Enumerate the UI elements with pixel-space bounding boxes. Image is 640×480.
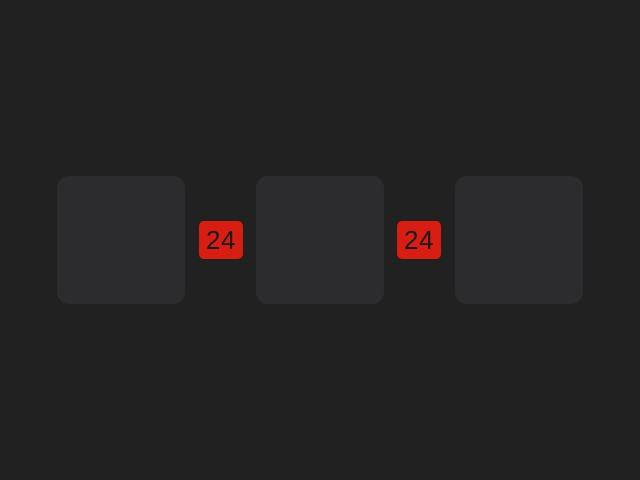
count-badge-2: 24	[397, 221, 441, 259]
tile-3[interactable]	[455, 176, 583, 304]
tile-1[interactable]	[57, 176, 185, 304]
count-badge-1: 24	[199, 221, 243, 259]
tile-2[interactable]	[256, 176, 384, 304]
